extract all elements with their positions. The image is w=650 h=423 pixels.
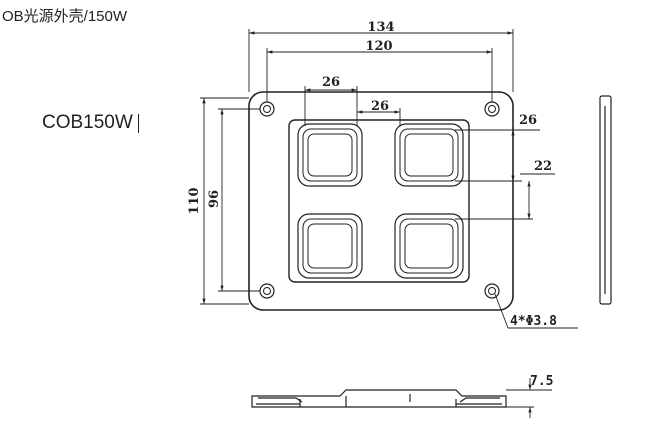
dimension-overall-width: [248, 29, 514, 92]
dimension-hole-spacing-y: [218, 108, 260, 292]
page-title: OB光源外壳/150W: [2, 8, 128, 25]
dimension-label-134: 134: [367, 20, 394, 35]
inner-panel: [288, 119, 470, 283]
dimension-window-right: [455, 129, 540, 182]
mount-hole: [484, 101, 500, 117]
mount-hole: [484, 283, 500, 299]
dimension-hole-spacing-x: [266, 48, 493, 102]
mount-hole: [259, 283, 275, 299]
window-top-right: [394, 123, 464, 187]
dimension-thickness: [506, 378, 552, 418]
text-caret: [138, 114, 139, 133]
dimension-window-width: [304, 86, 358, 126]
dimension-label-window-right: 26: [519, 113, 537, 128]
window-bottom-right: [394, 213, 464, 279]
dimension-overall-height: [200, 97, 249, 305]
dimension-label-window-gap: 26: [371, 99, 389, 114]
bottom-view: [251, 389, 507, 408]
side-view: [599, 95, 612, 305]
dimension-label-96: 96: [207, 190, 222, 208]
mount-hole: [259, 101, 275, 117]
dimension-window-gap-vertical: [455, 173, 555, 220]
window-top-left: [297, 123, 363, 187]
dimension-label-22: 22: [534, 159, 552, 174]
dimension-window-gap: [357, 108, 401, 126]
model-label: COB150W: [42, 112, 133, 133]
dimension-label-window-width: 26: [322, 75, 340, 90]
dimension-label-120: 120: [365, 39, 392, 54]
hole-callout-label: 4*Φ3.8: [510, 314, 557, 329]
hole-callout-leader: [494, 293, 578, 329]
dimension-label-110: 110: [187, 187, 202, 214]
housing-outline: [248, 91, 514, 311]
window-bottom-left: [297, 213, 363, 279]
dimension-label-7-5: 7.5: [530, 374, 553, 389]
